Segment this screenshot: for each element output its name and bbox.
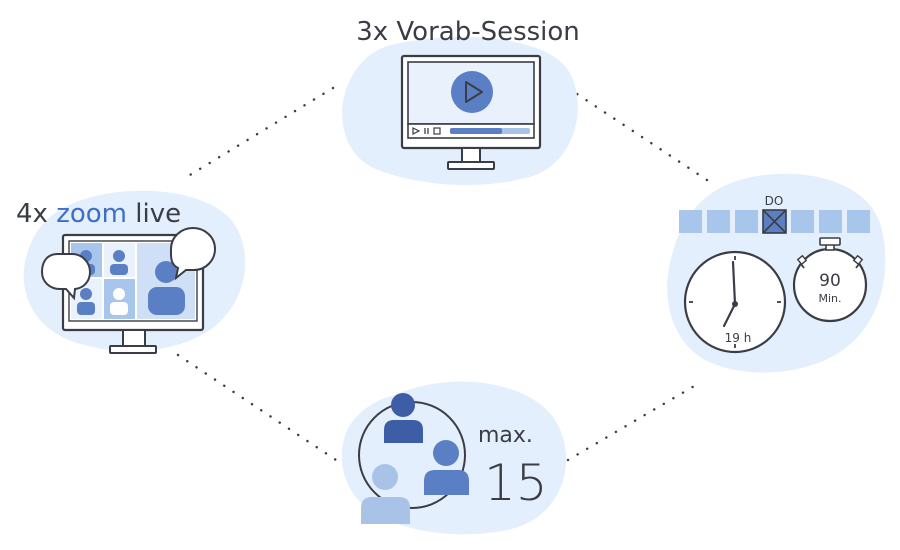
clock-icon: 19 h — [683, 250, 787, 354]
vorab-session-group: 3x Vorab-Session — [342, 17, 580, 185]
zoom-brand: zoom — [56, 199, 127, 229]
calendar-icon: DO — [679, 194, 870, 234]
connector-bottom-right — [566, 383, 698, 462]
group-max-number: 15 — [484, 454, 548, 512]
left-label-prefix: 4x — [16, 199, 48, 229]
connector-top-left — [183, 86, 335, 180]
group-max-label: max. — [478, 423, 533, 448]
monitor-play-icon — [400, 54, 542, 170]
schedule-group: DO 19 h 90 Min. — [667, 173, 886, 373]
group-size-group: max. 15 — [341, 381, 567, 535]
group-icon — [358, 393, 469, 524]
timer-unit: Min. — [818, 292, 841, 305]
calendar-day-label: DO — [765, 194, 784, 208]
left-label: 4x zoom live — [16, 199, 181, 229]
timer-value: 90 — [819, 271, 841, 291]
stopwatch-icon: 90 Min. — [792, 237, 868, 323]
speech-bubble-right-icon — [169, 226, 217, 281]
connector-lines — [176, 86, 718, 462]
left-label-suffix: live — [135, 199, 181, 229]
speech-bubble-left-icon — [40, 253, 92, 301]
top-label: 3x Vorab-Session — [356, 17, 580, 47]
zoom-live-group: 4x zoom live — [16, 190, 246, 354]
connector-bottom-left — [176, 353, 338, 462]
connector-top-right — [566, 86, 718, 188]
clock-time-label: 19 h — [725, 331, 752, 345]
